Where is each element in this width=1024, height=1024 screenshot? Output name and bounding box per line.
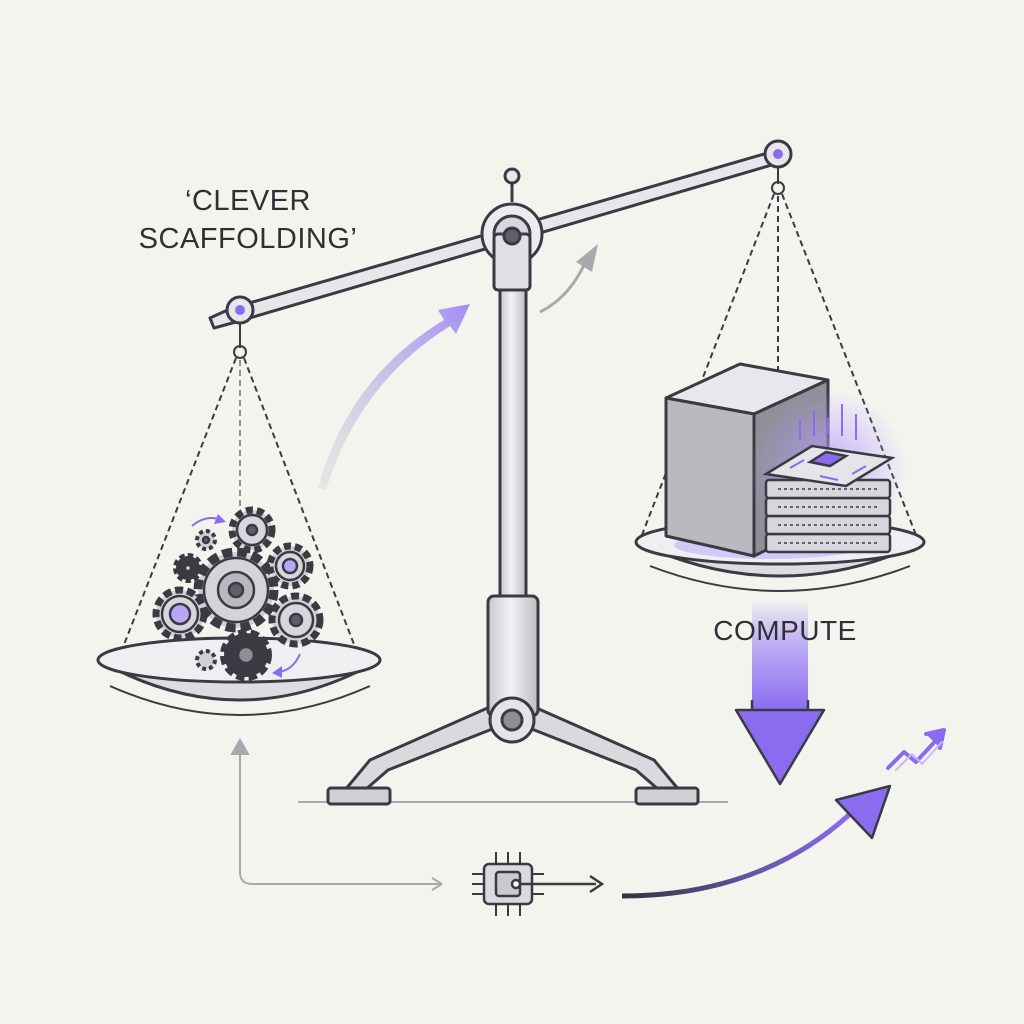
growth-arrow bbox=[621, 784, 892, 899]
scaffolding-label-line2: SCAFFOLDING’ bbox=[138, 223, 358, 255]
compute-label: COMPUTE bbox=[713, 615, 857, 646]
scale-base bbox=[326, 704, 700, 806]
gears-icon bbox=[152, 506, 324, 681]
pivot bbox=[480, 167, 544, 292]
right-chains bbox=[639, 166, 919, 541]
gear-top bbox=[228, 506, 276, 554]
gear-dark-bottom bbox=[220, 629, 272, 681]
gear-dark-small bbox=[173, 553, 203, 583]
feedback-loop bbox=[230, 737, 443, 891]
chip-stack-icon bbox=[748, 390, 908, 554]
scaffolding-label-line1: ‘CLEVER bbox=[185, 185, 311, 217]
sweep-arrow bbox=[318, 304, 470, 490]
scaffolding-label: ‘CLEVER SCAFFOLDING’ bbox=[118, 182, 378, 258]
gear-large bbox=[193, 547, 279, 633]
scale-post bbox=[486, 286, 540, 744]
gear-purple-left bbox=[152, 586, 208, 642]
left-chains bbox=[117, 322, 361, 661]
rotation-arrow-head bbox=[576, 244, 598, 272]
cpu-chip-icon bbox=[472, 852, 605, 916]
trend-up-icon bbox=[886, 728, 946, 771]
down-arrow bbox=[734, 600, 826, 786]
gear-purple-right bbox=[266, 542, 314, 590]
gear-right-lower bbox=[268, 592, 324, 648]
gear-tiny bbox=[195, 529, 217, 671]
